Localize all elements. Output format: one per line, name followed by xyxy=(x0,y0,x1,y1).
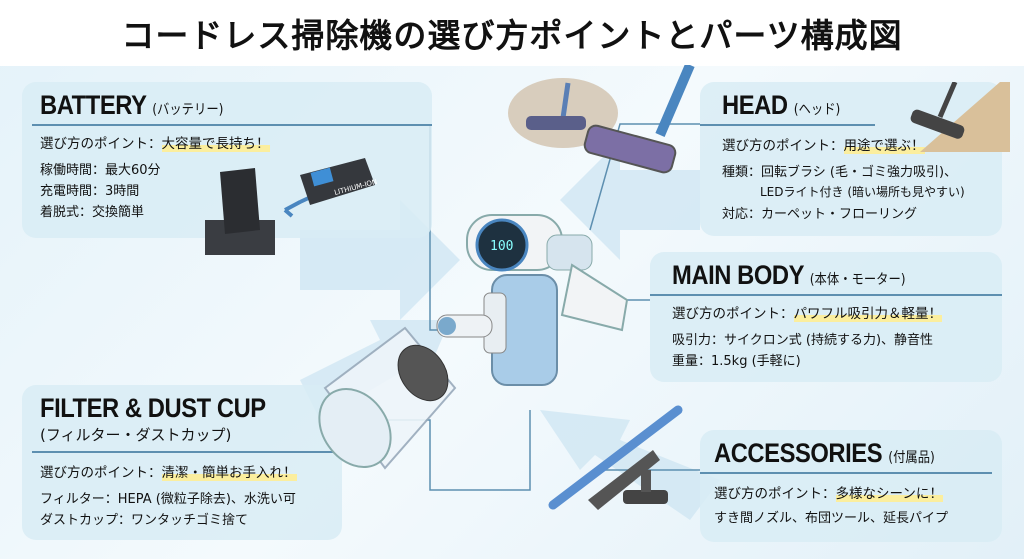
accessories-point: 選び方のポイント：多様なシーンに！ xyxy=(714,486,943,502)
head-spec: 種類：回転ブラシ (毛・ゴミ強力吸引)、 xyxy=(722,165,958,180)
filter-spec: フィルター：HEPA (微粒子除去)、水洗い可 xyxy=(40,492,296,507)
battery-spec: 着脱式：交換簡単 xyxy=(40,205,145,220)
battery-subheading: (バッテリー) xyxy=(152,102,224,118)
head-point: 選び方のポイント：用途で選ぶ！ xyxy=(722,138,925,154)
accessories-panel: ACCESSORIES (付属品) 選び方のポイント：多様なシーンに！ すき間ノ… xyxy=(700,430,1002,542)
head-illustration xyxy=(583,65,695,174)
main-body-display: 100 xyxy=(490,239,513,254)
flooring-head-illustration xyxy=(910,82,1010,152)
head-spec: LEDライト付き (暗い場所も見やすい) xyxy=(760,185,965,199)
battery-spec: 充電時間：3時間 xyxy=(40,184,140,199)
main-body-spec: 重量：1.5kg (手軽に) xyxy=(672,354,801,369)
head-spec: 対応：カーペット・フローリング xyxy=(722,207,918,222)
filter-panel: FILTER & DUST CUP (フィルター・ダストカップ) 選び方のポイン… xyxy=(22,385,342,540)
battery-spec: 稼働時間：最大60分 xyxy=(40,163,161,178)
battery-illustration: LITHIUM-ION xyxy=(205,158,378,255)
main-body-point: 選び方のポイント：パワフル吸引力＆軽量！ xyxy=(672,306,942,322)
main-body-spec: 吸引力：サイクロン式 (持続する力)、静音性 xyxy=(672,333,934,348)
main-body-panel: MAIN BODY (本体・モーター) 選び方のポイント：パワフル吸引力＆軽量！… xyxy=(650,252,1002,382)
battery-point: 選び方のポイント：大容量で長持ち！ xyxy=(40,136,270,152)
main-body-illustration: 100 xyxy=(436,214,629,386)
page-title: コードレス掃除機の選び方ポイントとパーツ構成図 xyxy=(0,0,1024,66)
head-panel: HEAD (ヘッド) 選び方のポイント：用途で選ぶ！ 種類：回転ブラシ (毛・ゴ… xyxy=(700,82,1002,236)
accessories-heading: ACCESSORIES (付属品) xyxy=(714,438,935,468)
battery-heading: BATTERY (バッテリー) xyxy=(40,90,224,120)
head-heading: HEAD (ヘッド) xyxy=(722,90,841,120)
filter-point: 選び方のポイント：清潔・簡単お手入れ！ xyxy=(40,465,297,481)
filter-subheading: (フィルター・ダストカップ) xyxy=(40,426,232,444)
filter-spec: ダストカップ：ワンタッチゴミ捨て xyxy=(40,513,249,528)
dust-cup-illustration xyxy=(318,326,457,470)
accessories-illustration xyxy=(548,405,683,510)
main-body-heading: MAIN BODY (本体・モーター) xyxy=(672,260,906,290)
accessories-spec: すき間ノズル、布団ツール、延長パイプ xyxy=(714,511,949,526)
filter-heading: FILTER & DUST CUP xyxy=(40,393,266,423)
